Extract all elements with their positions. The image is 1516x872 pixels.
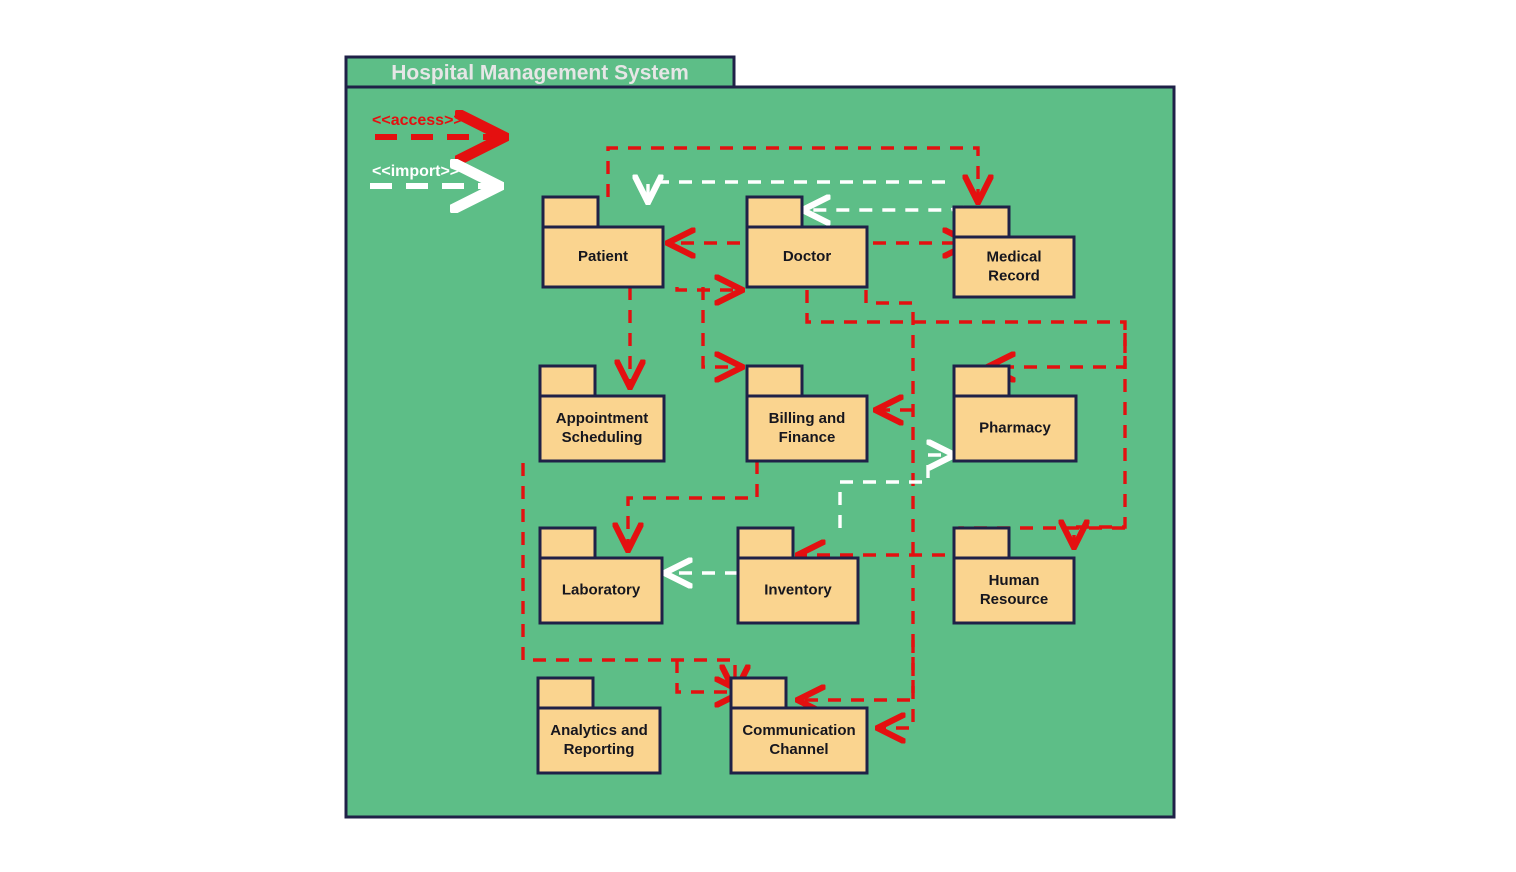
dependency-access-patient-to-communication[interactable] <box>675 660 740 692</box>
package-body <box>745 394 869 463</box>
package-tab <box>736 526 795 560</box>
package-body <box>952 556 1076 625</box>
dependency-access-patient-to-medical[interactable] <box>606 146 978 200</box>
package-body <box>536 706 662 775</box>
package-body <box>745 225 869 289</box>
package-tab <box>745 364 804 398</box>
dependency-access-patient-to-doctor[interactable] <box>675 287 740 290</box>
dependency-import-inventory-to-pharmacy[interactable] <box>838 455 952 528</box>
legend-label-access: <<access>> <box>372 112 463 129</box>
dependency-access-billing-to-communication[interactable] <box>880 640 915 728</box>
package-tab <box>538 364 597 398</box>
dependency-access-patient-to-billing[interactable] <box>701 287 740 367</box>
dependency-access-appointment-to-communication[interactable] <box>521 463 735 690</box>
package-body <box>736 556 860 625</box>
package-body <box>538 394 666 463</box>
package-tab <box>541 195 600 229</box>
dependency-access-billing-to-laboratory[interactable] <box>628 461 759 548</box>
package-body <box>952 394 1078 463</box>
package-tab <box>538 526 597 560</box>
package-body <box>538 556 664 625</box>
dependency-access-doctor-to-billing[interactable] <box>800 290 915 700</box>
package-body <box>541 225 665 289</box>
package-tab <box>952 364 1011 398</box>
package-body <box>729 706 869 775</box>
package-tab <box>952 526 1011 560</box>
page-title: Hospital Management System <box>391 62 689 85</box>
package-tab <box>729 676 788 710</box>
package-tab <box>745 195 804 229</box>
legend: <<access>> <<import>> <box>370 112 500 186</box>
dependency-import-medical-to-patient[interactable] <box>648 182 945 200</box>
package-tab <box>536 676 595 710</box>
dependency-access-doctor-to-pharmacy[interactable] <box>805 290 1127 367</box>
package-tab <box>952 205 1011 239</box>
package-body <box>952 235 1076 299</box>
legend-label-import: <<import>> <box>372 163 459 180</box>
